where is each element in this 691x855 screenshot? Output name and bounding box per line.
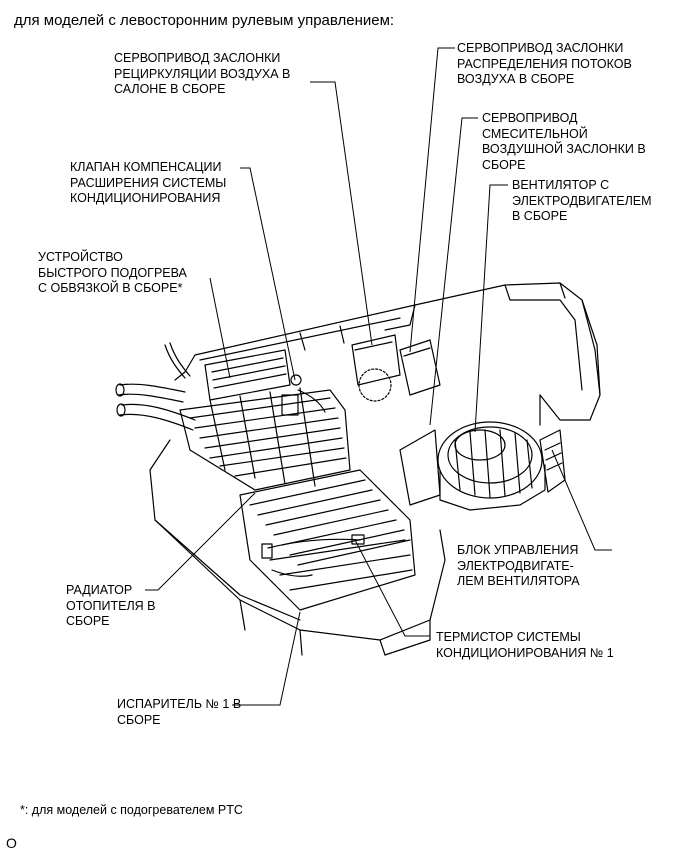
label-heater-radiator: РАДИАТОР ОТОПИТЕЛЯ В СБОРЕ (66, 583, 156, 628)
leader-thermistor (354, 539, 430, 637)
thermistor-harness (261, 534, 365, 577)
heater-radiator-core (179, 387, 351, 491)
leader-blower (474, 184, 508, 433)
evaporator-core (239, 469, 416, 611)
label-expansion-valve: КЛАПАН КОМПЕНСАЦИИ РАСШИРЕНИЯ СИСТЕМЫ КО… (70, 160, 227, 205)
label-evaporator: ИСПАРИТЕЛЬ № 1 В СБОРЕ (117, 697, 242, 727)
refrigerant-pipes (115, 342, 196, 431)
blower-fan (399, 421, 546, 511)
leader-quick-heater (209, 277, 231, 379)
hvac-lower-housing (149, 439, 446, 656)
label-blower-controller: БЛОК УПРАВЛЕНИЯ ЭЛЕКТРОДВИГАТЕ- ЛЕМ ВЕНТ… (457, 543, 580, 588)
mode-servo-motor (399, 339, 441, 396)
leader-expansion-valve (240, 167, 296, 381)
leader-blower-controller (551, 449, 612, 551)
label-mode-servo: СЕРВОПРИВОД ЗАСЛОНКИ РАСПРЕДЕЛЕНИЯ ПОТОК… (457, 41, 632, 86)
figure-code: O (6, 835, 17, 851)
leader-recirc-servo (310, 81, 373, 346)
leader-heater-radiator (145, 492, 256, 591)
recirc-servo-motor (351, 334, 401, 402)
quick-heater-block (204, 349, 291, 401)
leader-mode-servo (409, 47, 455, 353)
label-mix-servo: СЕРВОПРИВОД СМЕСИТЕЛЬНОЙ ВОЗДУШНОЙ ЗАСЛО… (482, 111, 646, 172)
blower-controller (539, 429, 566, 493)
leader-mix-servo (429, 117, 478, 426)
page-heading: для моделей с левосторонним рулевым упра… (14, 12, 395, 29)
leader-evaporator (232, 611, 301, 706)
footnote: *: для моделей с подогревателем PTC (20, 803, 243, 817)
label-quick-heater: УСТРОЙСТВО БЫСТРОГО ПОДОГРЕВА С ОБВЯЗКОЙ… (38, 250, 187, 295)
label-thermistor: ТЕРМИСТОР СИСТЕМЫ КОНДИЦИОНИРОВАНИЯ № 1 (436, 630, 614, 660)
label-recirc-servo: СЕРВОПРИВОД ЗАСЛОНКИ РЕЦИРКУЛЯЦИИ ВОЗДУХ… (114, 51, 291, 96)
hvac-upper-housing (174, 282, 601, 426)
expansion-valve (281, 374, 326, 416)
label-blower: ВЕНТИЛЯТОР С ЭЛЕКТРОДВИГАТЕЛЕМ В СБОРЕ (512, 178, 652, 223)
